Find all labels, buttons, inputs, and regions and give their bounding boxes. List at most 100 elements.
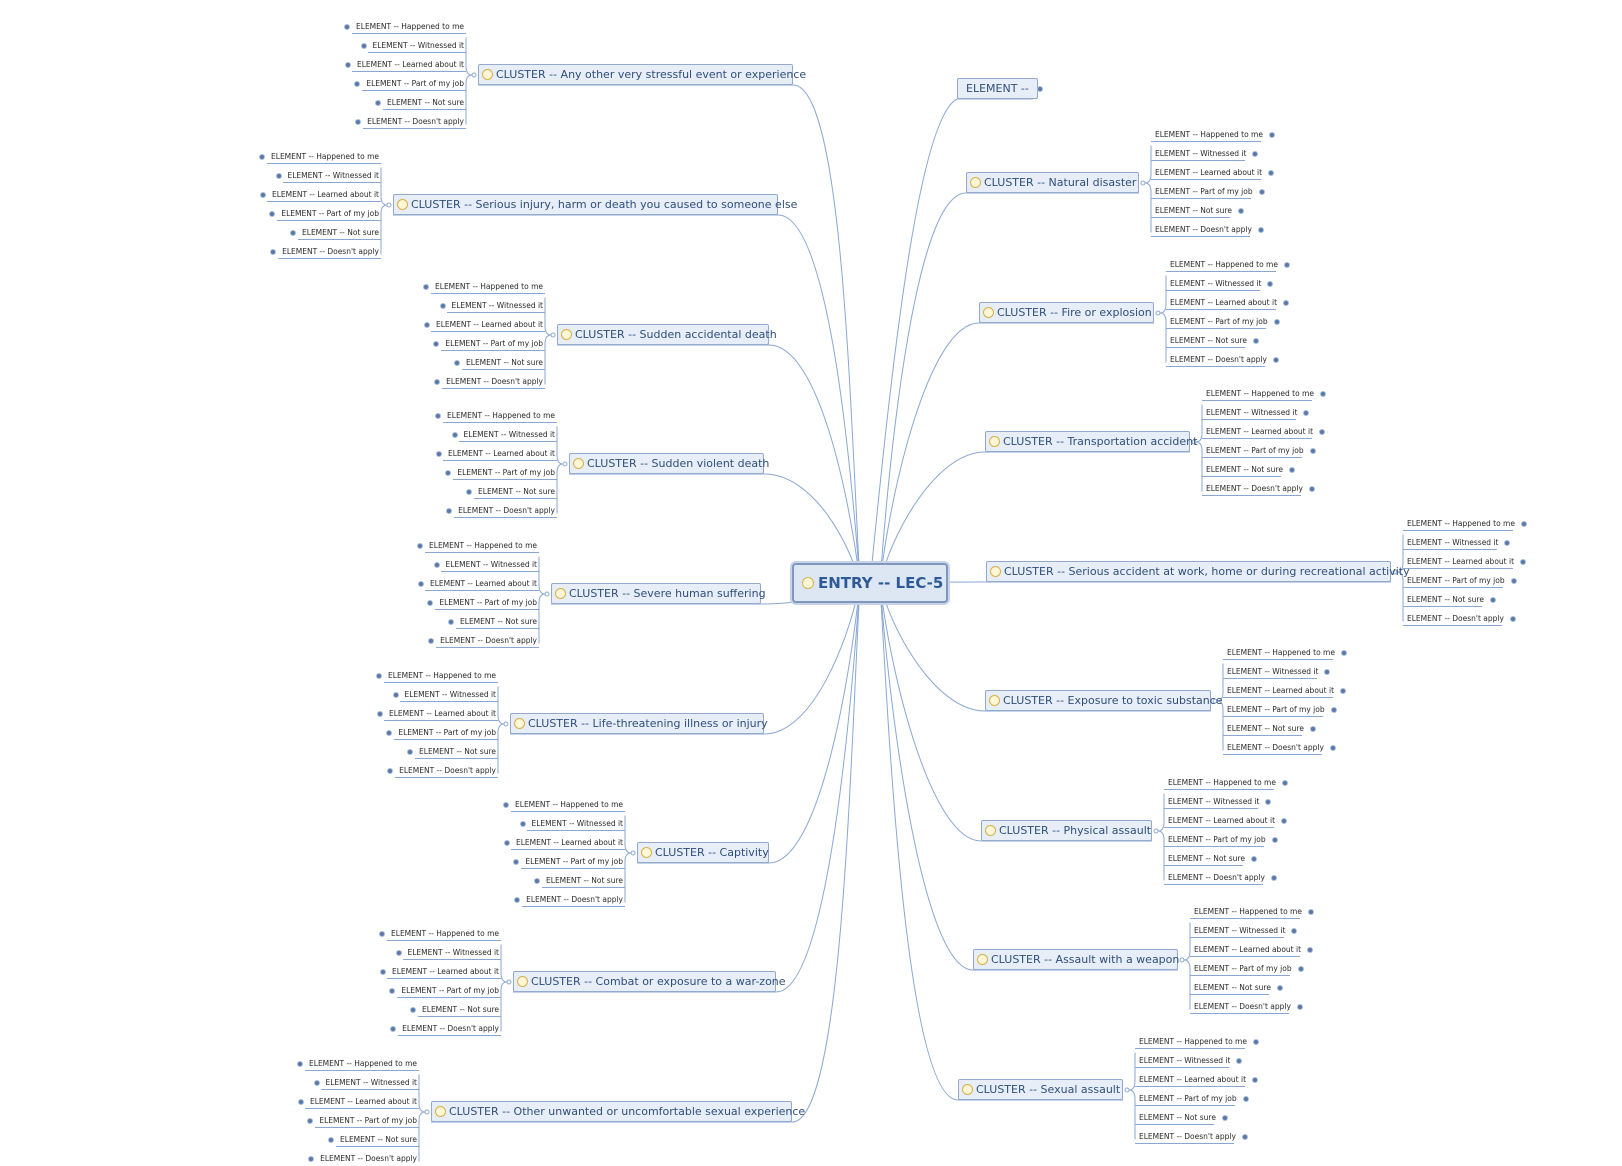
element-node-right-7-1[interactable]: ELEMENT -- Witnessed it — [1139, 1054, 1255, 1068]
collapse-toggle-icon[interactable] — [1155, 310, 1161, 316]
element-node-left-5-1[interactable]: ELEMENT -- Witnessed it — [390, 688, 496, 702]
element-node-right-5-2[interactable]: ELEMENT -- Learned about it — [1168, 814, 1290, 828]
element-node-right-1-3[interactable]: ELEMENT -- Part of my job — [1170, 315, 1288, 329]
element-node-right-1-1[interactable]: ELEMENT -- Witnessed it — [1170, 277, 1286, 291]
element-node-right-5-5[interactable]: ELEMENT -- Doesn't apply — [1168, 871, 1283, 885]
element-node-right-4-1[interactable]: ELEMENT -- Witnessed it — [1227, 665, 1343, 679]
cluster-node-left-0[interactable]: CLUSTER -- Any other very stressful even… — [478, 64, 806, 85]
element-node-right-7-4[interactable]: ELEMENT -- Not sure — [1139, 1111, 1242, 1125]
element-node-right-0-3[interactable]: ELEMENT -- Part of my job — [1155, 185, 1273, 199]
element-node-left-8-3[interactable]: ELEMENT -- Part of my job — [305, 1114, 417, 1128]
element-node-left-0-3[interactable]: ELEMENT -- Part of my job — [352, 77, 464, 91]
cluster-node-right-3[interactable]: CLUSTER -- Serious accident at work, hom… — [986, 561, 1410, 582]
element-node-left-4-4[interactable]: ELEMENT -- Not sure — [446, 615, 537, 629]
element-node-left-0-1[interactable]: ELEMENT -- Witnessed it — [358, 39, 464, 53]
element-node-right-5-0[interactable]: ELEMENT -- Happened to me — [1168, 776, 1290, 790]
element-node-right-7-2[interactable]: ELEMENT -- Learned about it — [1139, 1073, 1261, 1087]
element-node-left-8-1[interactable]: ELEMENT -- Witnessed it — [311, 1076, 417, 1090]
element-node-right-5-3[interactable]: ELEMENT -- Part of my job — [1168, 833, 1286, 847]
element-node-left-4-2[interactable]: ELEMENT -- Learned about it — [415, 577, 537, 591]
element-node-right-6-3[interactable]: ELEMENT -- Part of my job — [1194, 962, 1312, 976]
element-node-left-7-3[interactable]: ELEMENT -- Part of my job — [387, 984, 499, 998]
element-node-right-3-0[interactable]: ELEMENT -- Happened to me — [1407, 517, 1529, 531]
element-node-left-7-1[interactable]: ELEMENT -- Witnessed it — [393, 946, 499, 960]
element-node-left-6-3[interactable]: ELEMENT -- Part of my job — [511, 855, 623, 869]
element-node-right-2-5[interactable]: ELEMENT -- Doesn't apply — [1206, 482, 1321, 496]
element-node-right-3-5[interactable]: ELEMENT -- Doesn't apply — [1407, 612, 1522, 626]
element-node-left-8-2[interactable]: ELEMENT -- Learned about it — [295, 1095, 417, 1109]
element-node-left-7-2[interactable]: ELEMENT -- Learned about it — [377, 965, 499, 979]
element-node-left-3-2[interactable]: ELEMENT -- Learned about it — [433, 447, 555, 461]
element-node-left-0-5[interactable]: ELEMENT -- Doesn't apply — [353, 115, 464, 129]
element-node-left-3-0[interactable]: ELEMENT -- Happened to me — [433, 409, 555, 423]
element-node-left-1-0[interactable]: ELEMENT -- Happened to me — [257, 150, 379, 164]
element-node-right-6-2[interactable]: ELEMENT -- Learned about it — [1194, 943, 1316, 957]
element-node-left-5-3[interactable]: ELEMENT -- Part of my job — [384, 726, 496, 740]
element-node-left-2-4[interactable]: ELEMENT -- Not sure — [452, 356, 543, 370]
element-node-left-4-3[interactable]: ELEMENT -- Part of my job — [425, 596, 537, 610]
element-node-right-5-1[interactable]: ELEMENT -- Witnessed it — [1168, 795, 1284, 809]
cluster-node-right-6[interactable]: CLUSTER -- Assault with a weapon — [973, 949, 1179, 970]
element-node-right-1-4[interactable]: ELEMENT -- Not sure — [1170, 334, 1273, 348]
cluster-node-right-7[interactable]: CLUSTER -- Sexual assault — [958, 1079, 1123, 1100]
element-node-right-4-4[interactable]: ELEMENT -- Not sure — [1227, 722, 1330, 736]
element-node-left-1-3[interactable]: ELEMENT -- Part of my job — [267, 207, 379, 221]
element-node-right-1-0[interactable]: ELEMENT -- Happened to me — [1170, 258, 1292, 272]
element-node-right-6-4[interactable]: ELEMENT -- Not sure — [1194, 981, 1297, 995]
element-node-left-7-0[interactable]: ELEMENT -- Happened to me — [377, 927, 499, 941]
cluster-node-left-2[interactable]: CLUSTER -- Sudden accidental death — [557, 324, 777, 345]
element-node-left-7-4[interactable]: ELEMENT -- Not sure — [408, 1003, 499, 1017]
element-node-left-0-4[interactable]: ELEMENT -- Not sure — [373, 96, 464, 110]
element-node-left-2-1[interactable]: ELEMENT -- Witnessed it — [437, 299, 543, 313]
root-node[interactable]: ENTRY -- LEC-5 — [792, 563, 948, 603]
element-node-left-6-2[interactable]: ELEMENT -- Learned about it — [501, 836, 623, 850]
cluster-node-right-1[interactable]: CLUSTER -- Fire or explosion — [979, 302, 1154, 323]
collapse-toggle-icon[interactable] — [550, 332, 556, 338]
collapse-toggle-icon[interactable] — [630, 850, 636, 856]
element-node-left-7-5[interactable]: ELEMENT -- Doesn't apply — [388, 1022, 499, 1036]
element-node-left-4-1[interactable]: ELEMENT -- Witnessed it — [431, 558, 537, 572]
element-node-left-2-2[interactable]: ELEMENT -- Learned about it — [421, 318, 543, 332]
element-node-right-0-1[interactable]: ELEMENT -- Witnessed it — [1155, 147, 1271, 161]
element-node-left-1-2[interactable]: ELEMENT -- Learned about it — [257, 188, 379, 202]
element-node-right-7-0[interactable]: ELEMENT -- Happened to me — [1139, 1035, 1261, 1049]
top-element-node[interactable]: ELEMENT -- — [957, 78, 1038, 99]
element-node-right-2-4[interactable]: ELEMENT -- Not sure — [1206, 463, 1309, 477]
cluster-node-right-0[interactable]: CLUSTER -- Natural disaster — [966, 172, 1139, 193]
collapse-bullet-icon[interactable] — [1037, 86, 1043, 92]
element-node-right-5-4[interactable]: ELEMENT -- Not sure — [1168, 852, 1271, 866]
element-node-left-6-4[interactable]: ELEMENT -- Not sure — [532, 874, 623, 888]
collapse-toggle-icon[interactable] — [544, 591, 550, 597]
element-node-left-5-0[interactable]: ELEMENT -- Happened to me — [374, 669, 496, 683]
collapse-toggle-icon[interactable] — [1124, 1087, 1130, 1093]
element-node-right-1-5[interactable]: ELEMENT -- Doesn't apply — [1170, 353, 1285, 367]
element-node-right-4-0[interactable]: ELEMENT -- Happened to me — [1227, 646, 1349, 660]
element-node-left-2-3[interactable]: ELEMENT -- Part of my job — [431, 337, 543, 351]
element-node-right-0-0[interactable]: ELEMENT -- Happened to me — [1155, 128, 1277, 142]
element-node-right-6-1[interactable]: ELEMENT -- Witnessed it — [1194, 924, 1310, 938]
element-node-right-2-0[interactable]: ELEMENT -- Happened to me — [1206, 387, 1328, 401]
element-node-right-7-3[interactable]: ELEMENT -- Part of my job — [1139, 1092, 1257, 1106]
element-node-right-0-2[interactable]: ELEMENT -- Learned about it — [1155, 166, 1277, 180]
element-node-left-8-0[interactable]: ELEMENT -- Happened to me — [295, 1057, 417, 1071]
cluster-node-left-4[interactable]: CLUSTER -- Severe human suffering — [551, 583, 766, 604]
element-node-left-3-5[interactable]: ELEMENT -- Doesn't apply — [444, 504, 555, 518]
element-node-left-1-5[interactable]: ELEMENT -- Doesn't apply — [268, 245, 379, 259]
element-node-left-5-4[interactable]: ELEMENT -- Not sure — [405, 745, 496, 759]
element-node-left-1-1[interactable]: ELEMENT -- Witnessed it — [273, 169, 379, 183]
element-node-right-3-4[interactable]: ELEMENT -- Not sure — [1407, 593, 1510, 607]
element-node-left-1-4[interactable]: ELEMENT -- Not sure — [288, 226, 379, 240]
collapse-toggle-icon[interactable] — [1153, 828, 1159, 834]
element-node-right-0-4[interactable]: ELEMENT -- Not sure — [1155, 204, 1258, 218]
collapse-toggle-icon[interactable] — [503, 721, 509, 727]
element-node-right-4-2[interactable]: ELEMENT -- Learned about it — [1227, 684, 1349, 698]
collapse-toggle-icon[interactable] — [424, 1109, 430, 1115]
collapse-toggle-icon[interactable] — [1179, 957, 1185, 963]
element-node-right-3-3[interactable]: ELEMENT -- Part of my job — [1407, 574, 1525, 588]
element-node-left-2-0[interactable]: ELEMENT -- Happened to me — [421, 280, 543, 294]
element-node-right-4-3[interactable]: ELEMENT -- Part of my job — [1227, 703, 1345, 717]
element-node-left-0-0[interactable]: ELEMENT -- Happened to me — [342, 20, 464, 34]
element-node-left-3-3[interactable]: ELEMENT -- Part of my job — [443, 466, 555, 480]
element-node-left-2-5[interactable]: ELEMENT -- Doesn't apply — [432, 375, 543, 389]
element-node-right-4-5[interactable]: ELEMENT -- Doesn't apply — [1227, 741, 1342, 755]
